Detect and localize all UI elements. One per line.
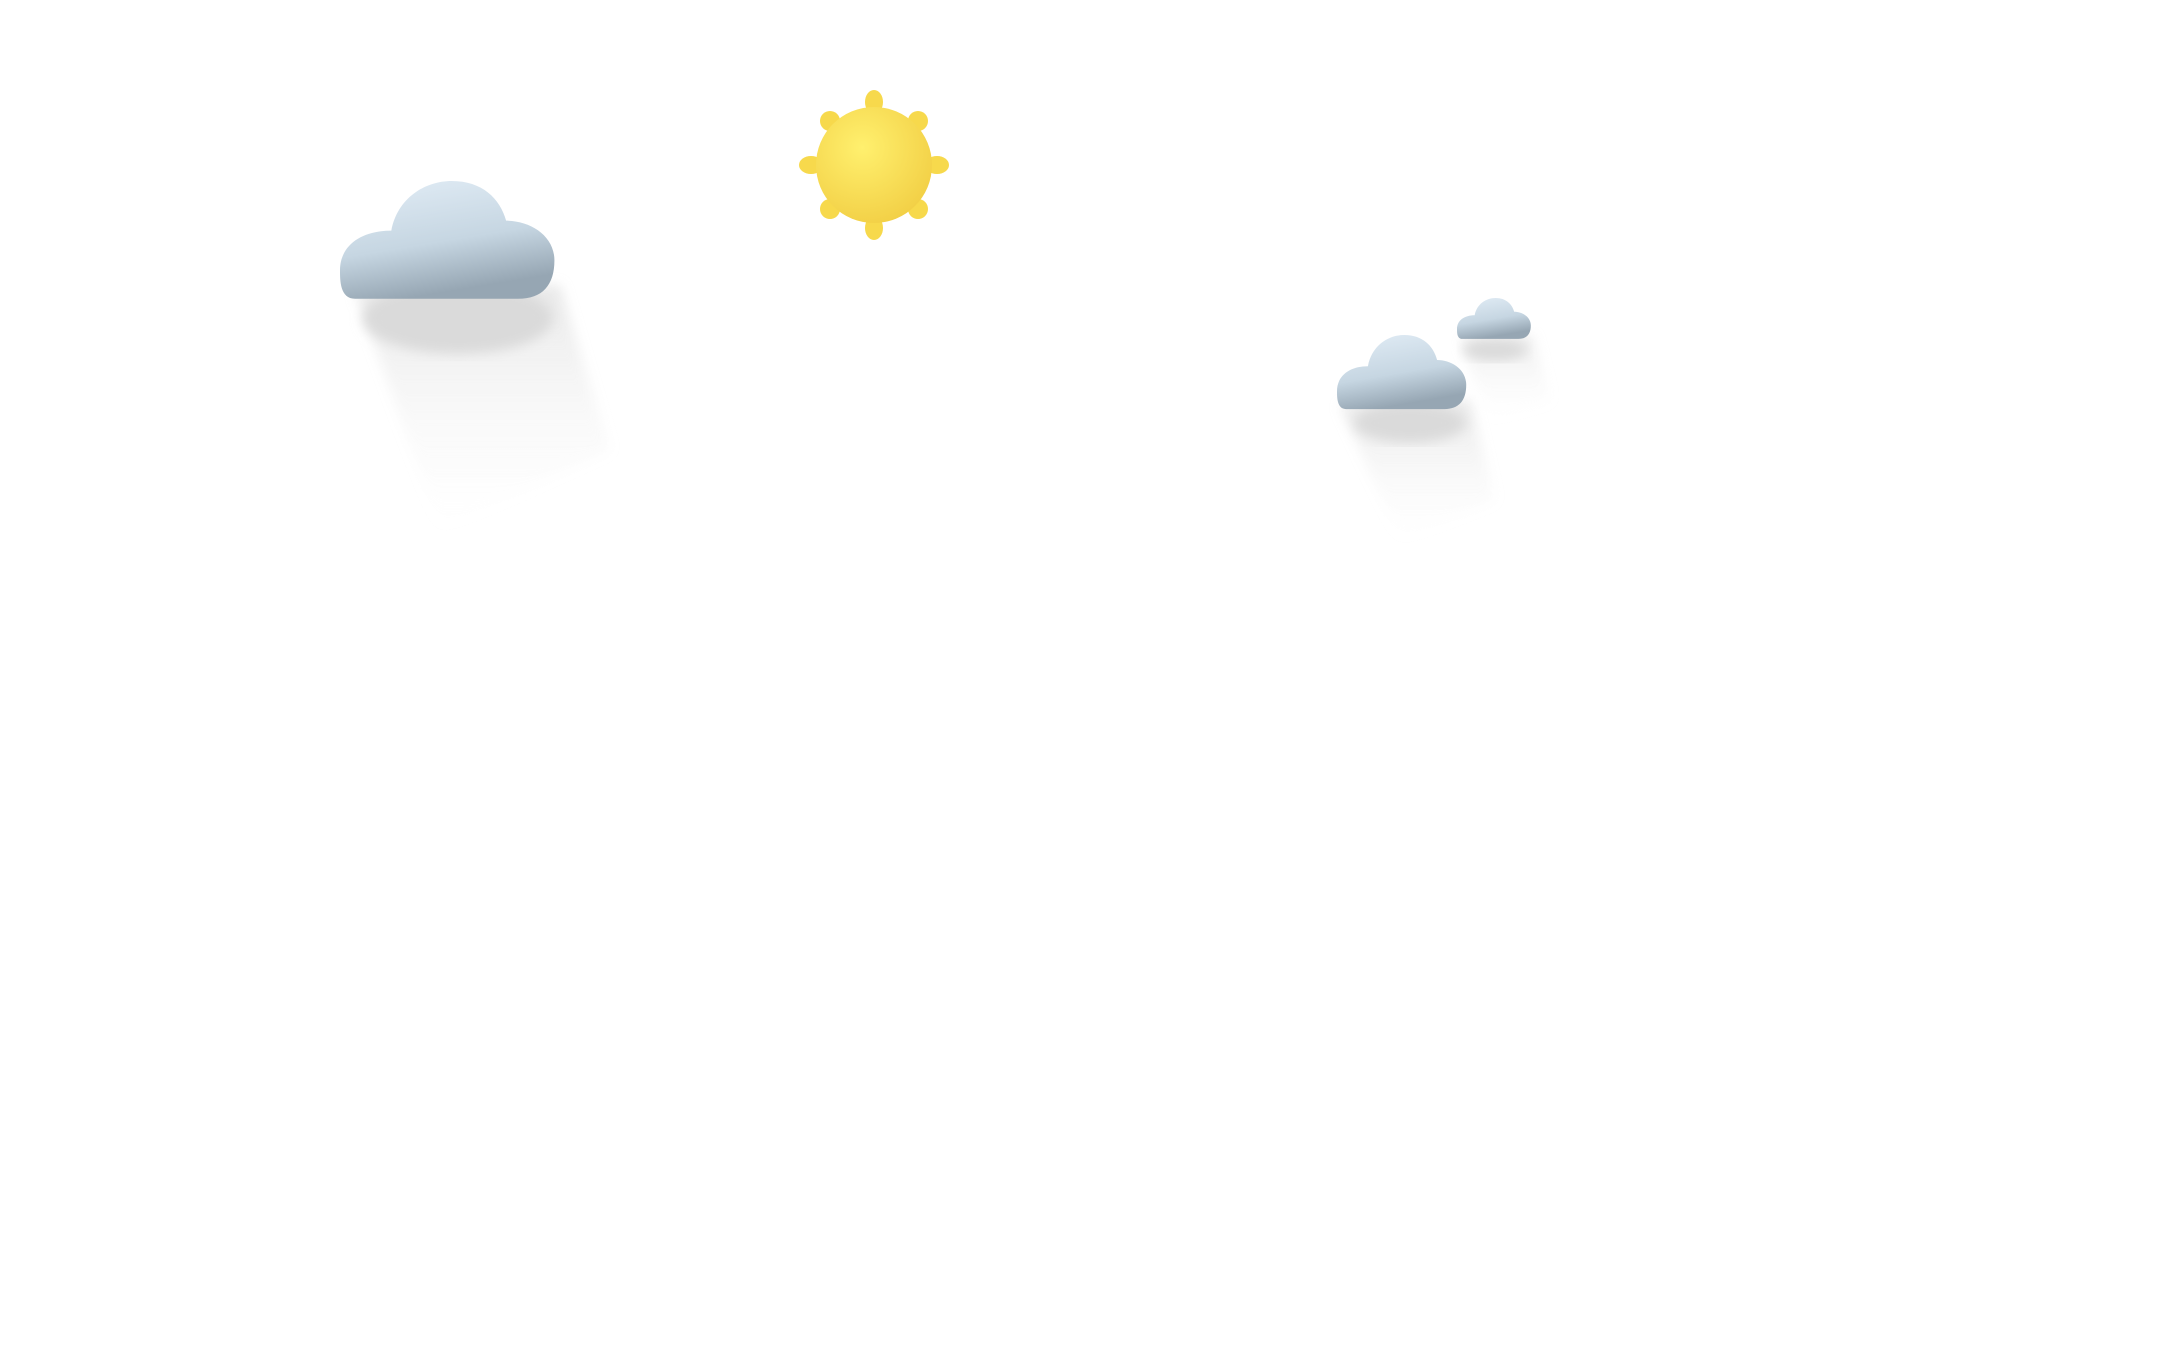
cloud-icon-small [1457,298,1550,420]
cloud-icon-medium [1337,335,1495,540]
sun-icon [799,90,949,240]
cloud-icon-large [340,181,610,530]
